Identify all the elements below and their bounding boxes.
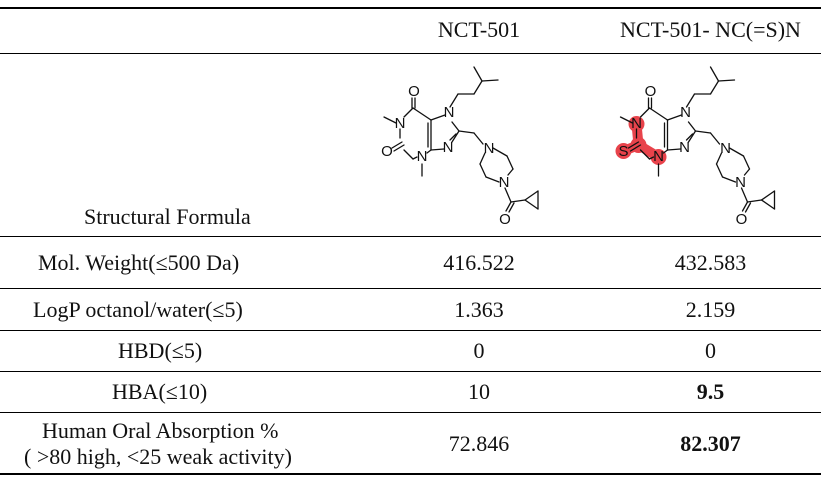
atom-n: N	[653, 148, 664, 165]
atom-o: O	[381, 143, 393, 160]
atom-o: O	[736, 211, 748, 228]
atom-n: N	[444, 104, 455, 121]
top-rule	[0, 7, 821, 9]
atom-n: N	[499, 174, 510, 191]
value-variant-oral-absorption: 82.307	[680, 431, 741, 456]
atom-n: N	[720, 140, 731, 157]
value-nct501-oral-absorption: 72.846	[448, 431, 510, 456]
row-rule-3	[0, 371, 821, 372]
value-variant-hbd: 0	[705, 338, 716, 363]
value-nct501-hbd: 0	[473, 338, 485, 363]
header-nct501: NCT-501	[437, 17, 521, 42]
atom-n: N	[631, 115, 642, 132]
property-mol-weight: Mol. Weight(≤500 Da)	[38, 250, 240, 275]
property-hbd: HBD(≤5)	[118, 338, 203, 363]
atom-n: N	[395, 115, 406, 132]
property-oral-absorption-note: ( >80 high, <25 weak activity)	[24, 444, 292, 469]
value-nct501-mol-weight: 416.522	[443, 250, 515, 275]
atom-s: S	[618, 143, 628, 160]
atom-n: N	[735, 174, 746, 191]
value-nct501-logp: 1.363	[454, 297, 504, 322]
header-rule	[0, 53, 821, 54]
bottom-rule	[0, 473, 821, 475]
atom-o: O	[499, 211, 511, 228]
property-hba: HBA(≤10)	[112, 379, 208, 404]
value-variant-mol-weight: 432.583	[674, 250, 747, 275]
row-rule-4	[0, 412, 821, 413]
structure-rule	[0, 236, 821, 237]
property-logp: LogP octanol/water(≤5)	[33, 297, 243, 322]
structure-label: Structural Formula	[84, 204, 251, 229]
atom-o: O	[408, 83, 420, 100]
atom-n: N	[680, 104, 691, 121]
atom-n: N	[417, 148, 428, 165]
atom-n: N	[443, 139, 454, 156]
nct501-structure: O N O N N N N N O	[366, 60, 576, 232]
variant-structure: O N S N N N N N O	[600, 60, 815, 232]
atom-o: O	[645, 83, 657, 100]
value-variant-logp: 2.159	[685, 297, 736, 322]
value-nct501-hba: 10	[468, 379, 490, 404]
atom-n: N	[679, 139, 690, 156]
value-variant-hba: 9.5	[696, 379, 725, 404]
header-variant: NCT-501- NC(=S)N	[620, 17, 801, 42]
row-rule-2	[0, 330, 821, 331]
row-rule-1	[0, 288, 821, 289]
atom-n: N	[484, 140, 495, 157]
property-oral-absorption: Human Oral Absorption %	[42, 418, 279, 443]
